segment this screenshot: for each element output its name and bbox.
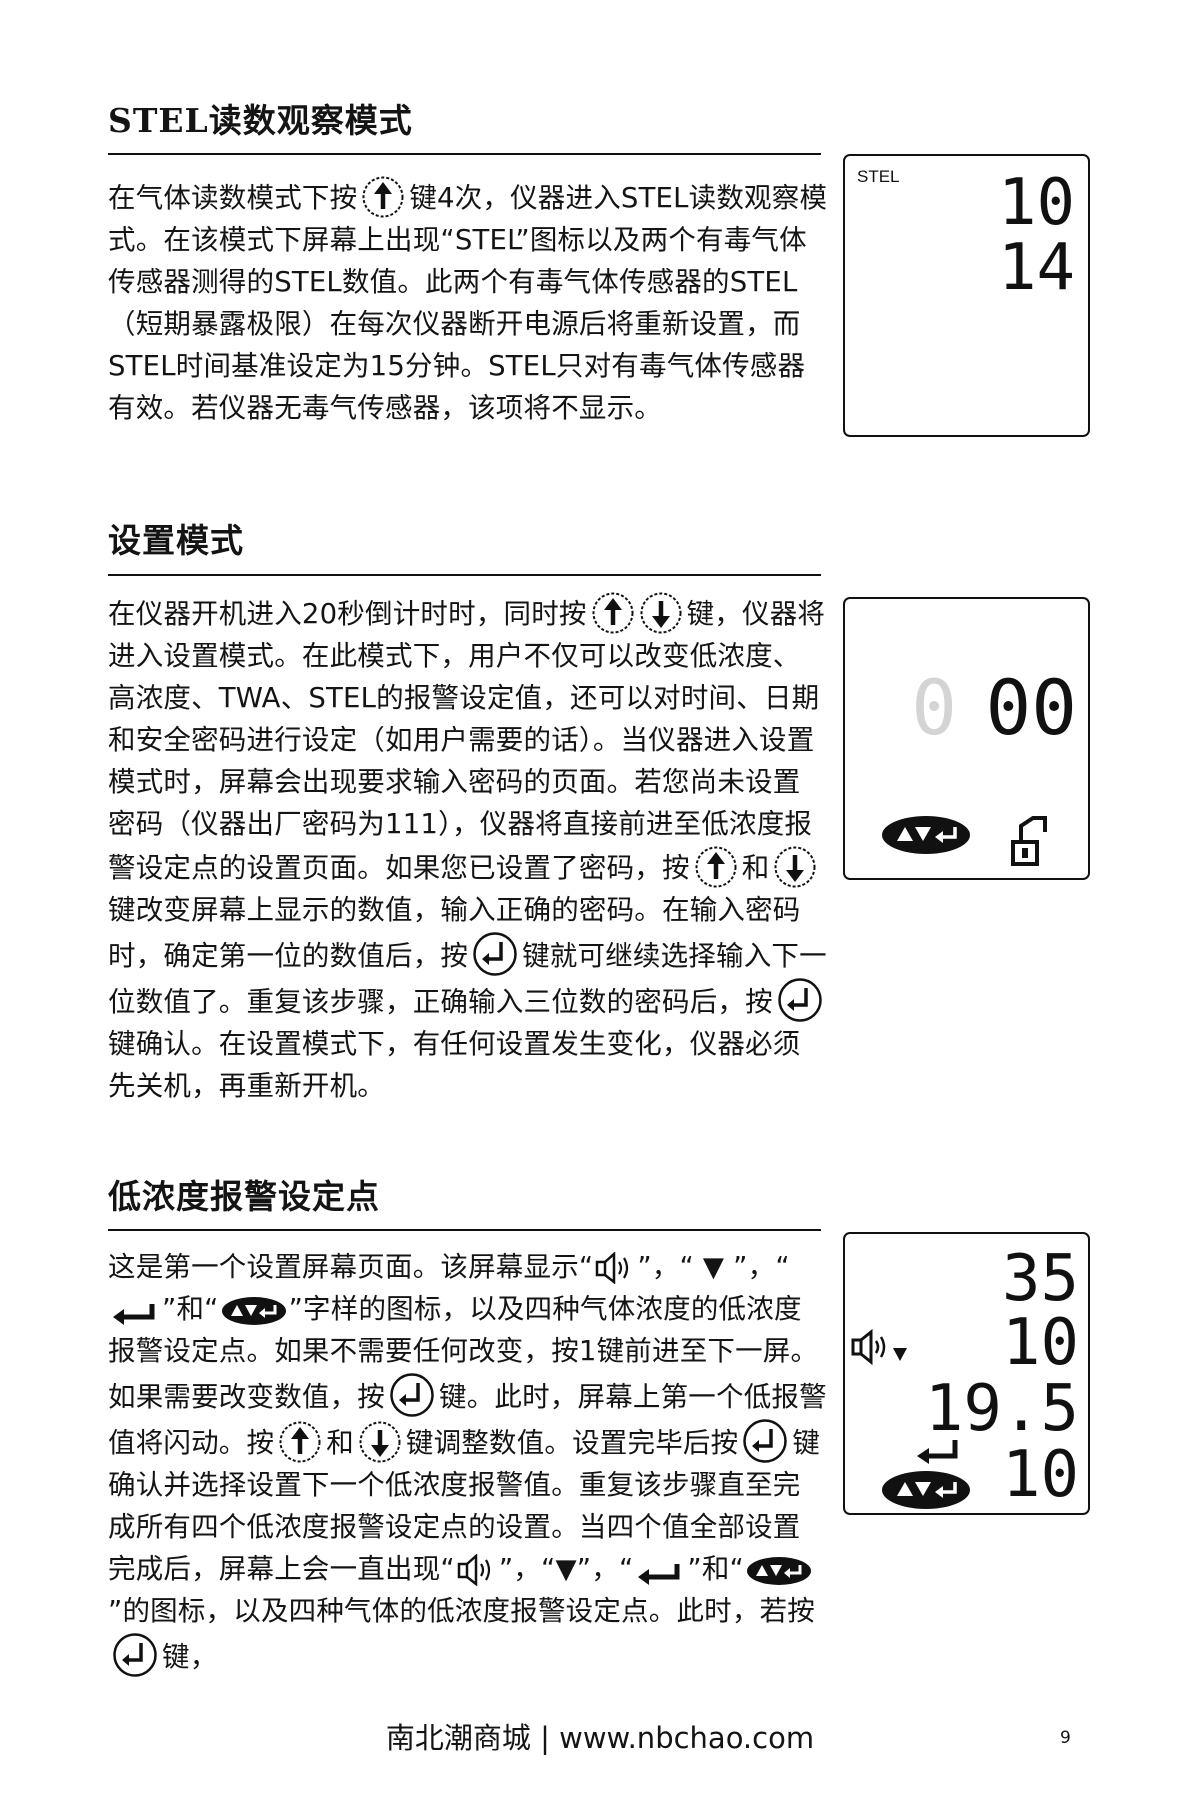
password-lcd-display: 0 00 bbox=[843, 597, 1090, 880]
stel-lcd-graphic: STEL 10 14 bbox=[857, 166, 1075, 305]
low-alarm-lcd-display: 35 10 19.5 10 bbox=[843, 1232, 1090, 1515]
navigation-pill-icon bbox=[746, 1556, 812, 1586]
enter-key-icon bbox=[777, 977, 823, 1023]
setup-paragraph: 在仪器开机进入20秒倒计时时，同时按键，仪器将进入设置模式。在此模式下，用户不仅… bbox=[108, 591, 828, 1107]
page-number: 9 bbox=[1060, 1728, 1071, 1748]
up-arrow-key-icon bbox=[278, 1420, 322, 1464]
speaker-icon bbox=[851, 1328, 886, 1366]
enter-arrow-icon bbox=[917, 1440, 958, 1464]
low-alarm-value-3: 19.5 bbox=[925, 1372, 1079, 1446]
speaker-icon bbox=[595, 1252, 635, 1284]
navigation-pill-icon bbox=[882, 816, 970, 854]
password-dim-digit: 0 bbox=[911, 663, 957, 752]
password-digits: 00 bbox=[985, 663, 1077, 752]
enter-key-icon bbox=[742, 1418, 788, 1464]
stel-section-title: STEL读数观察模式 bbox=[108, 101, 413, 140]
low-alarm-paragraph: 这是第一个设置屏幕页面。该屏幕显示“”，“ ▼ ”，“”和“”字样的图标，以及四… bbox=[108, 1246, 828, 1678]
down-arrow-key-icon bbox=[358, 1420, 402, 1464]
stel-section-rule bbox=[108, 153, 821, 155]
enter-key-icon bbox=[112, 1632, 158, 1678]
setup-section-title: 设置模式 bbox=[108, 521, 244, 560]
enter-arrow-icon bbox=[110, 1300, 160, 1326]
password-lcd-graphic: 0 00 bbox=[882, 663, 1077, 866]
low-alarm-value-4: 10 bbox=[1002, 1438, 1079, 1512]
low-alarm-lcd-graphic: 35 10 19.5 10 bbox=[851, 1242, 1079, 1512]
low-alarm-section-title: 低浓度报警设定点 bbox=[108, 1177, 380, 1216]
down-arrow-key-icon bbox=[639, 591, 683, 635]
low-alarm-section-rule bbox=[108, 1229, 821, 1231]
speaker-icon bbox=[457, 1554, 497, 1586]
stel-value-line2: 14 bbox=[998, 231, 1075, 305]
down-triangle-icon bbox=[893, 1348, 907, 1361]
up-arrow-key-icon bbox=[694, 845, 738, 889]
enter-key-icon bbox=[472, 931, 518, 977]
low-alarm-value-2: 10 bbox=[1002, 1306, 1079, 1380]
navigation-pill-icon bbox=[221, 1296, 287, 1326]
stel-value-line1: 10 bbox=[998, 166, 1075, 240]
footer-watermark: 南北潮商城 | www.nbchao.com bbox=[385, 1721, 815, 1755]
stel-paragraph: 在气体读数模式下按键4次，仪器进入STEL读数观察模式。在该模式下屏幕上出现“S… bbox=[108, 175, 828, 429]
enter-arrow-icon bbox=[635, 1560, 685, 1586]
stel-lcd-display: STEL 10 14 bbox=[843, 154, 1090, 437]
low-alarm-value-1: 35 bbox=[1002, 1242, 1079, 1316]
up-arrow-key-icon bbox=[591, 591, 635, 635]
setup-section-rule bbox=[108, 574, 821, 576]
stel-indicator-label: STEL bbox=[857, 167, 900, 186]
navigation-pill-icon bbox=[882, 1471, 970, 1509]
up-arrow-key-icon bbox=[361, 175, 405, 219]
lock-icon bbox=[1011, 816, 1047, 866]
down-arrow-key-icon bbox=[773, 845, 817, 889]
enter-key-icon bbox=[389, 1372, 435, 1418]
